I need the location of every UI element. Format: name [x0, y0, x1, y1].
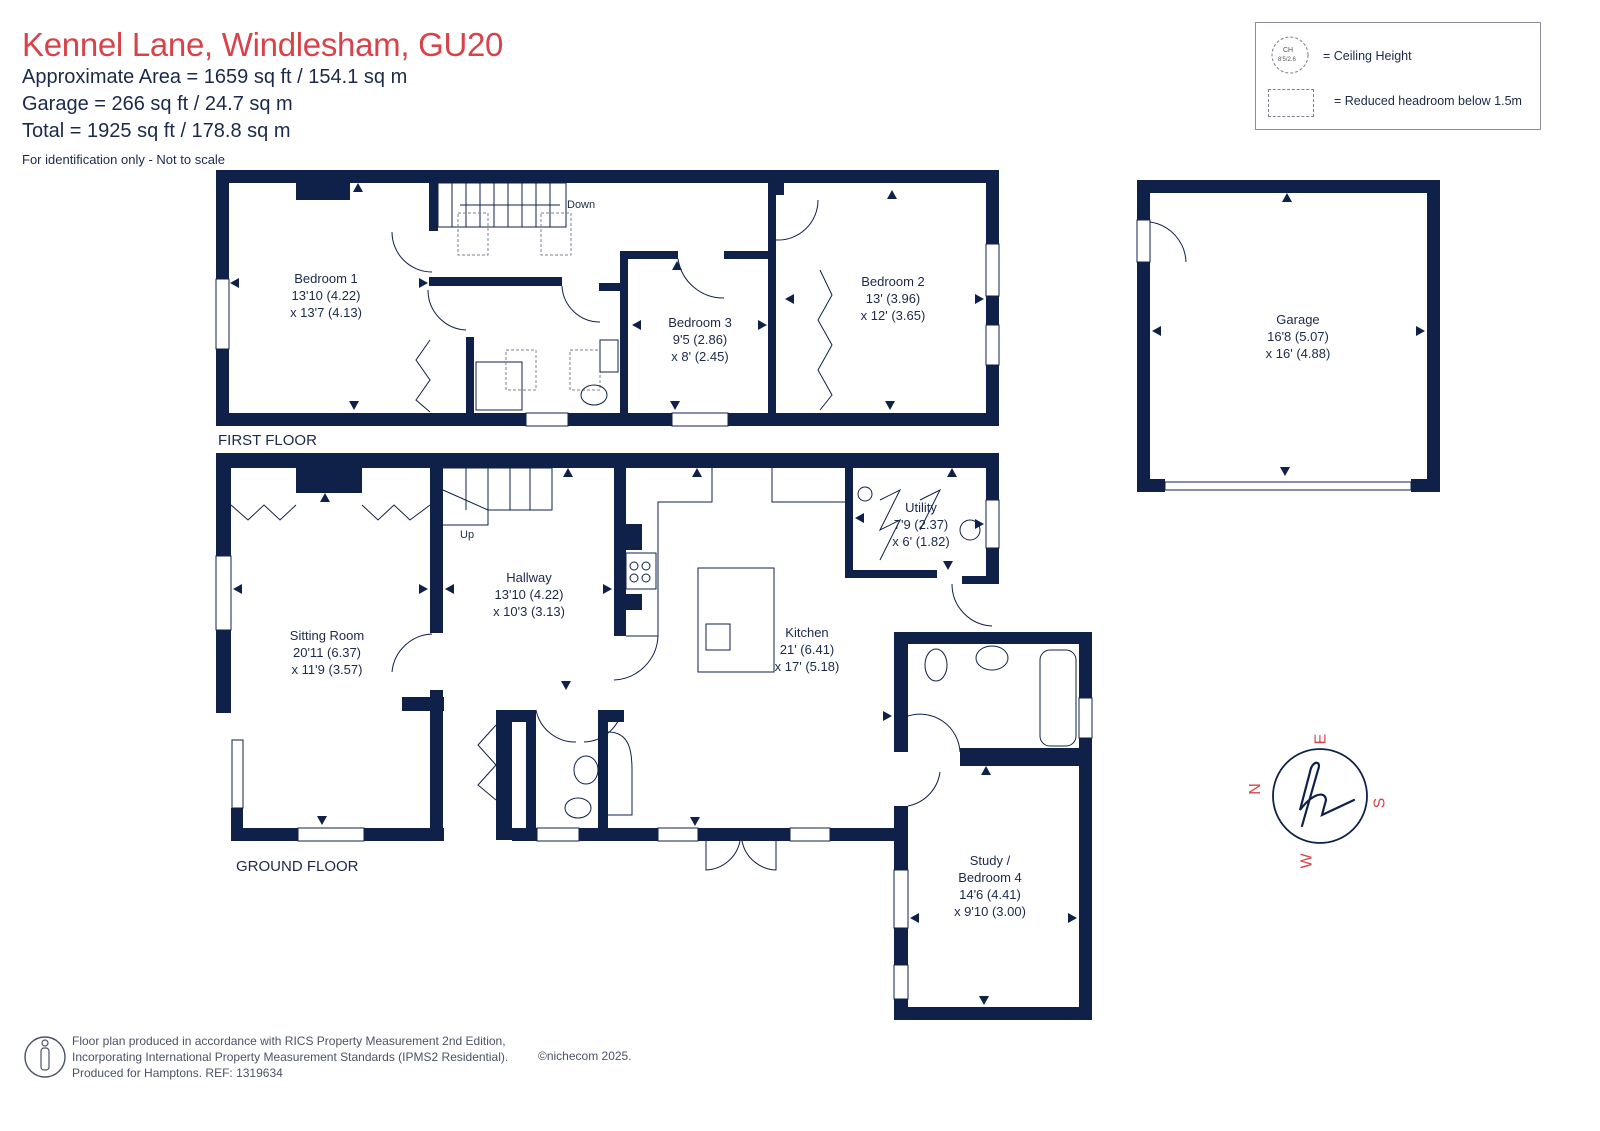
- room-dimension: x 10'3 (3.13): [493, 604, 565, 619]
- legend-box: CH 8'5/2.6 = Ceiling Height = Reduced he…: [1255, 22, 1541, 130]
- room-dimension: x 12' (3.65): [860, 308, 926, 323]
- room-name: Bedroom 3: [668, 315, 732, 330]
- room-dimension: x 17' (5.18): [774, 659, 840, 674]
- room-name: Kitchen: [785, 625, 829, 640]
- room-bedroom-3: Bedroom 3 9'5 (2.86) x 8' (2.45): [668, 314, 732, 365]
- room-hallway: Hallway 13'10 (4.22) x 10'3 (3.13): [493, 569, 565, 620]
- room-dimension: 14'6 (4.41): [959, 887, 1021, 902]
- first-floor-label: FIRST FLOOR: [218, 432, 317, 449]
- room-name: Study /: [969, 853, 1011, 868]
- approximate-area: Approximate Area = 1659 sq ft / 154.1 sq…: [22, 66, 408, 88]
- room-dimension: 20'11 (6.37): [292, 645, 362, 660]
- room-bedroom-2: Bedroom 2 13' (3.96) x 12' (3.65): [861, 273, 926, 324]
- not-to-scale-note: For identification only - Not to scale: [22, 152, 226, 167]
- room-name: Bedroom 4: [958, 870, 1022, 885]
- room-bedroom-1: Bedroom 1 13'10 (4.22) x 13'7 (4.13): [290, 270, 362, 321]
- compass-icon: [1272, 748, 1368, 844]
- ground-floor-label: GROUND FLOOR: [236, 858, 359, 875]
- room-dimension: 13'10 (4.22): [494, 587, 564, 602]
- room-dimension: x 13'7 (4.13): [290, 305, 362, 320]
- reduced-headroom-icon: [1268, 89, 1314, 117]
- room-name: Utility: [905, 500, 937, 515]
- room-dimension: x 8' (2.45): [671, 349, 729, 364]
- stairs-up-label: Up: [460, 529, 475, 541]
- garage-area: Garage = 266 sq ft / 24.7 sq m: [22, 93, 293, 115]
- total-area: Total = 1925 sq ft / 178.8 sq m: [22, 120, 291, 142]
- footer-reference: Produced for Hamptons. REF: 1319634: [72, 1066, 283, 1080]
- footer-line: Incorporating International Property Mea…: [72, 1050, 509, 1064]
- ceiling-height-label: = Ceiling Height: [1323, 49, 1412, 63]
- compass-north: N: [1246, 783, 1264, 795]
- room-dimension: 16'8 (5.07): [1267, 329, 1329, 344]
- room-dimension: 7'9 (2.37): [893, 517, 949, 532]
- room-dimension: 21' (6.41): [779, 642, 835, 657]
- compass-east: E: [1312, 733, 1330, 745]
- compass-west: W: [1298, 853, 1316, 869]
- room-name: Garage: [1276, 312, 1320, 327]
- room-dimension: 13' (3.96): [865, 291, 921, 306]
- room-dimension: 9'5 (2.86): [672, 332, 728, 347]
- room-kitchen: Kitchen 21' (6.41) x 17' (5.18): [775, 624, 840, 675]
- room-dimension: 13'10 (4.22): [291, 288, 361, 303]
- room-utility: Utility 7'9 (2.37) x 6' (1.82): [892, 499, 949, 550]
- footer-text: Floor plan produced in accordance with R…: [72, 1033, 508, 1081]
- ceiling-height-icon: [1271, 36, 1309, 74]
- footer-line: Floor plan produced in accordance with R…: [72, 1034, 506, 1048]
- room-dimension: x 9'10 (3.00): [954, 904, 1026, 919]
- room-dimension: x 6' (1.82): [892, 534, 950, 549]
- room-dimension: x 16' (4.88): [1265, 346, 1331, 361]
- ceiling-symbol-top: CH: [1283, 47, 1294, 54]
- room-study-bedroom-4: Study / Bedroom 4 14'6 (4.41) x 9'10 (3.…: [954, 852, 1026, 920]
- copyright: ©nichecom 2025.: [538, 1049, 632, 1063]
- info-person-icon: [24, 1036, 66, 1078]
- room-dimension: x 11'9 (3.57): [291, 662, 363, 677]
- reduced-headroom-label: = Reduced headroom below 1.5m: [1334, 94, 1522, 108]
- compass-south: S: [1371, 797, 1389, 809]
- room-name: Hallway: [506, 570, 552, 585]
- room-name: Bedroom 2: [861, 274, 925, 289]
- room-name: Bedroom 1: [294, 271, 358, 286]
- room-garage: Garage 16'8 (5.07) x 16' (4.88): [1266, 311, 1331, 362]
- ceiling-symbol-bottom: 8'5/2.6: [1278, 57, 1296, 63]
- room-name: Sitting Room: [289, 628, 365, 643]
- page-title: Kennel Lane, Windlesham, GU20: [22, 26, 504, 63]
- room-sitting-room: Sitting Room 20'11 (6.37) x 11'9 (3.57): [290, 627, 364, 678]
- stairs-down-label: Down: [567, 199, 596, 211]
